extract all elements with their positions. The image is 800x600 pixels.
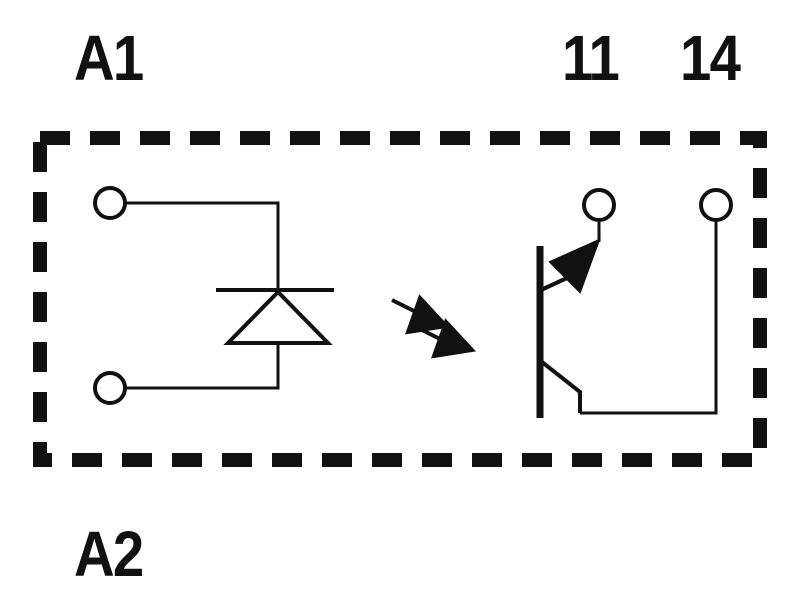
wire-a1 [126,201,280,290]
transistor-collector [540,360,582,413]
terminal-label-14: 14 [680,22,741,94]
terminal-a2 [93,371,127,405]
collector-wire [580,220,718,415]
input-circuit [126,201,280,390]
dashed-enclosure [33,131,767,467]
terminal-label-a2: A2 [74,518,144,590]
emitter-arrow [548,238,601,294]
terminal-11 [582,188,616,222]
led-diode-icon [216,288,334,345]
terminal-14 [699,188,733,222]
phototransistor-icon [536,220,718,418]
terminal-label-11: 11 [562,22,620,94]
diode-triangle [223,289,333,345]
terminal-label-a1: A1 [74,22,144,94]
wire-a2 [126,343,280,390]
terminals [93,186,733,405]
light-emission-arrows-icon [391,294,477,359]
terminal-a1 [93,186,127,220]
